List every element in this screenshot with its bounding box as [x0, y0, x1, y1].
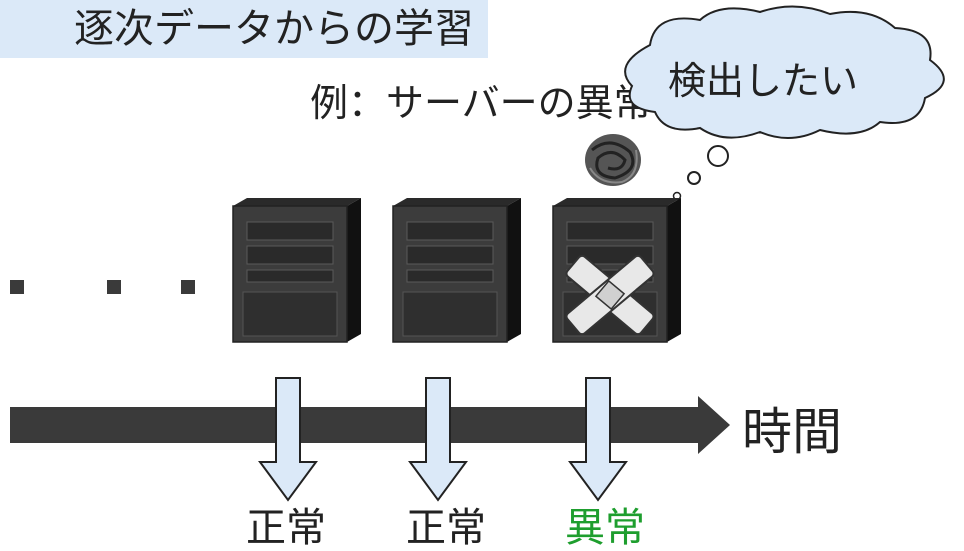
timeline-arrow — [10, 396, 730, 454]
ellipsis-dot — [10, 280, 24, 294]
ellipsis-dots — [10, 280, 195, 294]
ellipsis-dot — [181, 280, 195, 294]
server-icon — [232, 198, 361, 343]
cross-bandage-icon — [565, 254, 655, 336]
page-title: 逐次データからの学習 — [74, 6, 474, 52]
ellipsis-dot — [107, 280, 121, 294]
thought-text: 検出したい — [668, 59, 859, 103]
down-arrow-icon — [408, 377, 468, 502]
down-arrow-icon — [568, 377, 628, 502]
down-arrow-icon — [258, 377, 318, 502]
time-axis-label: 時間 — [742, 403, 842, 461]
status-label-1: 正常 — [246, 505, 326, 551]
title-box: 逐次データからの学習 — [0, 0, 488, 58]
server-icon — [392, 198, 521, 343]
status-label-2: 正常 — [406, 505, 486, 551]
scribble-icon — [585, 134, 641, 186]
thought-bubble-icon — [624, 5, 945, 201]
status-label-3: 異常 — [565, 505, 645, 551]
